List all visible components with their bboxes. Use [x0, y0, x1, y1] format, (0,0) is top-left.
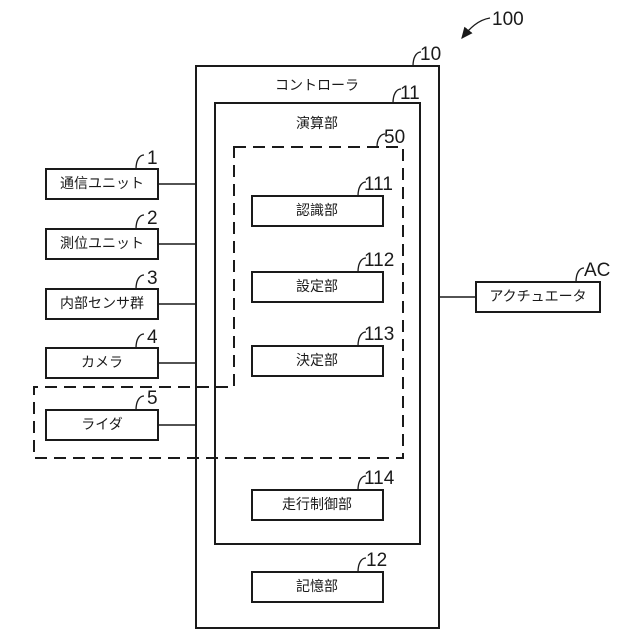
- input-1: 通信ユニット 1: [46, 148, 196, 199]
- input-label: 通信ユニット: [60, 176, 144, 192]
- unit-ref: 112: [364, 250, 394, 271]
- unit-111: 認識部 111: [252, 174, 393, 226]
- unit-label: 設定部: [296, 279, 338, 295]
- system-reference-arrow: [462, 18, 490, 38]
- input-3: 内部センサ群 3: [46, 268, 196, 319]
- input-ref-leader: [136, 396, 144, 410]
- unit-112: 設定部 112: [252, 250, 394, 302]
- input-label: 測位ユニット: [60, 236, 144, 252]
- input-ref: 2: [147, 208, 158, 229]
- group-ref: 50: [384, 127, 405, 148]
- actuator-label: アクチュエータ: [489, 289, 586, 305]
- input-ref-leader: [136, 275, 144, 289]
- memory-label: 記憶部: [296, 578, 338, 595]
- input-ref: 5: [147, 388, 158, 409]
- memory-ref-leader: [358, 558, 366, 572]
- input-label: ライダ: [81, 417, 122, 433]
- input-4: カメラ 4: [46, 327, 196, 378]
- input-ref: 4: [147, 327, 158, 348]
- processor-ref: 11: [400, 83, 420, 104]
- unit-114: 走行制御部 114: [252, 468, 395, 520]
- processor-label: 演算部: [296, 116, 338, 132]
- unit-label: 決定部: [296, 353, 338, 369]
- controller-label: コントローラ: [275, 78, 359, 94]
- input-ref-leader: [136, 334, 144, 348]
- input-2: 測位ユニット 2: [46, 208, 196, 259]
- unit-ref: 111: [364, 174, 393, 195]
- actuator: アクチュエータ AC: [439, 260, 610, 312]
- input-label: 内部センサ群: [60, 296, 144, 312]
- unit-ref: 114: [364, 468, 395, 489]
- unit-113: 決定部 113: [252, 324, 394, 376]
- input-5: ライダ 5: [46, 388, 196, 440]
- input-ref: 1: [147, 148, 158, 169]
- system-reference: 100: [492, 9, 524, 30]
- unit-ref: 113: [364, 324, 394, 345]
- unit-label: 走行制御部: [282, 497, 352, 513]
- input-ref-leader: [136, 215, 144, 229]
- memory-ref: 12: [366, 550, 387, 571]
- memory: 記憶部 12: [252, 550, 387, 602]
- input-label: カメラ: [81, 355, 123, 371]
- controller-ref: 10: [420, 44, 441, 65]
- unit-label: 認識部: [296, 203, 338, 219]
- actuator-ref: AC: [584, 260, 610, 281]
- input-ref-leader: [136, 155, 144, 169]
- actuator-ref-leader: [576, 268, 584, 282]
- input-ref: 3: [147, 268, 158, 289]
